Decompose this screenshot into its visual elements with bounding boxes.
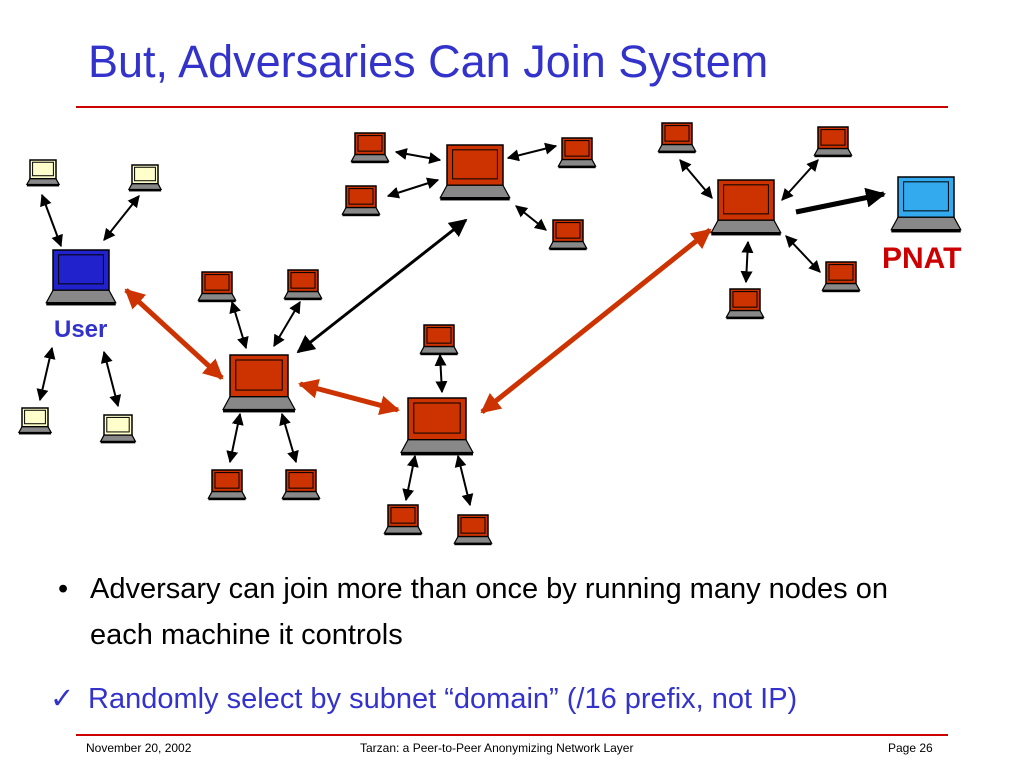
adversary-laptop-icon: [725, 288, 765, 320]
link-arrow: [103, 195, 140, 241]
slide-title: But, Adversaries Can Join System: [88, 36, 769, 87]
footer-divider: [76, 734, 948, 736]
adversary-laptop-icon: [400, 397, 474, 456]
adversary-laptop-icon: [657, 122, 697, 154]
link-arrow: [434, 353, 448, 394]
link-arrow: [36, 346, 56, 402]
link-arrow: [785, 235, 821, 273]
adversary-laptop-icon: [548, 219, 588, 251]
checkmark-icon: ✓: [50, 683, 75, 715]
adversary-link-arrow: [298, 378, 400, 416]
pnat-label: PNAT: [882, 242, 962, 275]
adversary-link-arrow: [480, 228, 712, 414]
link-arrow: [679, 159, 713, 199]
adversary-laptop-icon: [710, 179, 782, 236]
link-arrow: [506, 142, 558, 162]
user-laptop-icon: [45, 249, 117, 306]
link-arrow: [386, 177, 440, 199]
link-arrow: [740, 240, 754, 284]
pnat-laptop-icon: [890, 176, 962, 233]
link-arrow: [229, 300, 249, 350]
link-arrow: [402, 454, 419, 502]
adversary-laptop-icon: [439, 144, 511, 201]
network-diagram: [17, 122, 962, 546]
link-arrow: [40, 193, 63, 248]
adversary-link-arrow: [124, 288, 224, 380]
link-arrow: [100, 350, 122, 408]
footer-page-number: Page 26: [888, 741, 933, 755]
link-arrow: [781, 159, 819, 201]
adversary-laptop-icon: [281, 469, 321, 501]
link-arrow: [795, 187, 886, 215]
adversary-laptop-icon: [419, 324, 459, 356]
adversary-laptop-icon: [453, 514, 493, 546]
adversary-laptop-icon: [821, 261, 861, 293]
adversary-laptop-icon: [350, 132, 390, 164]
link-arrow: [273, 300, 301, 348]
footer-date: November 20, 2002: [86, 741, 192, 755]
link-arrow: [296, 218, 468, 354]
link-arrow: [515, 205, 547, 231]
check-item-text: Randomly select by subnet “domain” (/16 …: [88, 683, 798, 715]
adversary-laptop-icon: [222, 354, 296, 413]
adversary-laptop-icon: [341, 185, 381, 217]
adversary-laptop-icon: [383, 504, 423, 536]
peer-laptop-icon: [25, 159, 61, 187]
footer-title: Tarzan: a Peer-to-Peer Anonymizing Netwo…: [360, 741, 634, 755]
link-arrow: [279, 412, 299, 464]
bullet-marker: •: [58, 573, 69, 605]
link-arrow: [454, 454, 474, 507]
user-label: User: [54, 316, 108, 343]
link-arrow: [226, 412, 244, 464]
adversary-laptop-icon: [283, 269, 323, 301]
adversary-laptop-icon: [197, 271, 237, 303]
peer-laptop-icon: [99, 414, 137, 444]
peer-laptop-icon: [127, 164, 163, 192]
adversary-laptop-icon: [207, 469, 247, 501]
link-arrow: [394, 148, 442, 164]
bullet-text: Adversary can join more than once by run…: [90, 573, 888, 651]
adversary-laptop-icon: [557, 137, 597, 169]
check-item: ✓ Randomly select by subnet “domain” (/16…: [50, 676, 797, 722]
adversary-laptop-icon: [813, 126, 853, 158]
title-divider: [76, 106, 948, 108]
peer-laptop-icon: [17, 407, 53, 435]
